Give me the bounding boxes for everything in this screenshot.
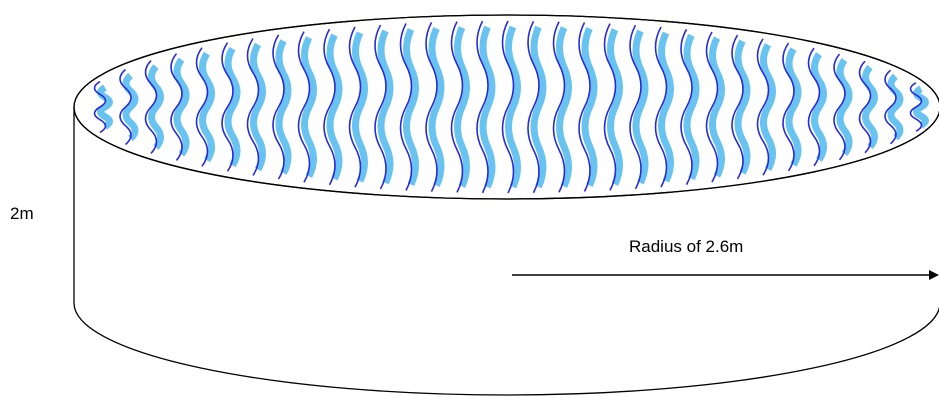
- water-wave-line: [909, 82, 923, 132]
- water-wave-shade: [505, 25, 521, 189]
- water-wave-shade: [530, 25, 547, 189]
- water-wave-line: [858, 60, 872, 154]
- water-wave-line: [603, 23, 617, 191]
- water-wave-shade: [377, 29, 394, 185]
- water-wave-line: [782, 42, 795, 172]
- water-wave-line: [654, 26, 668, 188]
- water-wave-line: [552, 21, 566, 193]
- water-waves: [93, 20, 929, 194]
- water-wave-shade: [275, 39, 292, 175]
- water-wave-shade: [887, 73, 904, 141]
- water-wave-shade: [632, 29, 649, 185]
- water-wave-shade: [454, 26, 470, 188]
- water-wave-shade: [403, 28, 419, 186]
- water-wave-shade: [607, 28, 623, 186]
- water-wave-shade: [811, 52, 827, 162]
- water-wave-line: [450, 21, 464, 193]
- water-wave-line: [144, 60, 158, 154]
- water-wave-line: [731, 34, 744, 180]
- water-wave-shade: [836, 57, 853, 157]
- water-wave-line: [399, 23, 413, 191]
- water-wave-shade: [734, 39, 751, 175]
- water-wave-shade: [479, 25, 496, 189]
- radius-arrow: [512, 270, 939, 280]
- water-wave-shade: [428, 26, 445, 188]
- water-wave-line: [195, 47, 209, 167]
- water-wave-shade: [760, 43, 776, 171]
- bottom-edge: [73, 302, 939, 396]
- radius-arrow-head: [929, 270, 939, 280]
- water-wave-shade: [556, 26, 572, 188]
- water-wave-line: [93, 80, 107, 134]
- water-wave-line: [833, 53, 846, 161]
- water-wave-shade: [709, 36, 725, 178]
- water-wave-shade: [581, 27, 598, 187]
- water-wave-line: [323, 28, 336, 186]
- water-wave-line: [348, 26, 362, 188]
- top-face-outline: [73, 14, 939, 200]
- water-wave-shade: [785, 47, 802, 167]
- water-wave-shade: [683, 33, 700, 181]
- water-wave-line: [705, 31, 719, 183]
- water-wave-line: [476, 20, 489, 194]
- water-wave-line: [629, 24, 642, 190]
- water-wave-line: [527, 20, 540, 194]
- water-wave-line: [119, 68, 132, 146]
- water-wave-shade: [862, 64, 878, 150]
- water-wave-shade: [224, 46, 241, 168]
- water-wave-shade: [122, 72, 139, 142]
- water-wave-shade: [301, 36, 317, 178]
- water-wave-shade: [326, 33, 343, 181]
- water-wave-line: [756, 38, 770, 176]
- water-wave-line: [578, 22, 591, 192]
- water-wave-shade: [173, 57, 190, 157]
- water-wave-shade: [148, 64, 164, 150]
- water-wave-line: [297, 31, 311, 183]
- water-wave-line: [374, 24, 387, 190]
- water-wave-shade: [352, 31, 368, 183]
- water-wave-shade: [199, 51, 215, 163]
- water-wave-line: [884, 69, 897, 145]
- water-wave-line: [170, 53, 183, 161]
- water-wave-line: [221, 42, 234, 172]
- water-wave-shade: [658, 31, 674, 183]
- water-surface: [73, 14, 939, 200]
- water-wave-shade: [250, 42, 266, 172]
- radius-label: Radius of 2.6m: [629, 237, 743, 256]
- water-wave-line: [680, 28, 693, 186]
- water-wave-line: [501, 20, 515, 194]
- cylinder-body: [73, 107, 939, 396]
- water-wave-line: [246, 38, 260, 176]
- water-wave-line: [272, 34, 285, 180]
- water-wave-line: [425, 22, 438, 192]
- water-wave-line: [807, 47, 821, 167]
- height-label: 2m: [10, 204, 34, 223]
